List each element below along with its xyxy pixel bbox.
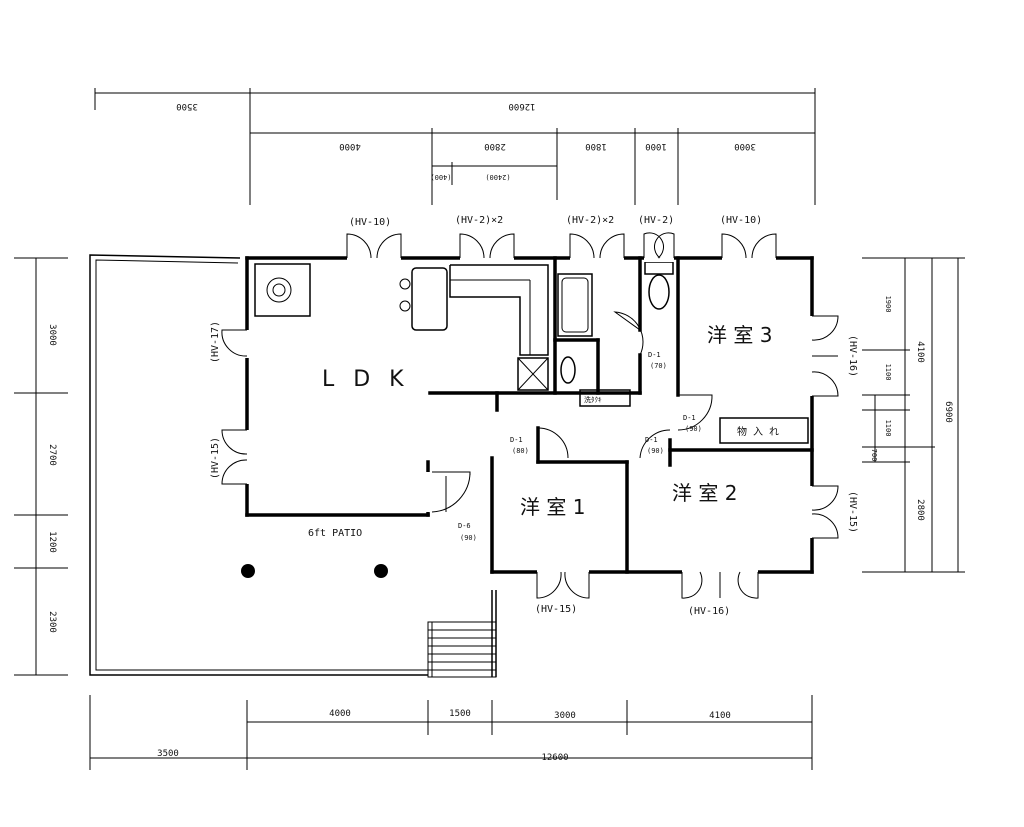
dim-right-1100a: 1100 [884,364,892,381]
laundry-label: 洗ﾀｸｷ [584,395,602,404]
deck-post [241,564,255,578]
bottom-windows: (HV-15) (HV-16) [535,568,759,617]
laundry [579,389,631,407]
dim-right-4100: 4100 [915,341,925,363]
toilet [648,274,670,310]
dim-bottom-3500: 3500 [157,749,179,759]
bottom-dimensions: 4000 1500 3000 4100 3500 12600 [89,695,813,770]
kitchen-fixtures [254,263,549,391]
dim-bottom-4000: 4000 [329,709,351,719]
toilet-tank [644,261,674,275]
door-d1-bed2: D-1 [645,436,658,444]
window-top-1 [346,233,402,262]
dim-top-4000: 4000 [339,141,361,151]
dim-top-3500: 3500 [176,101,198,111]
dim-left-3000: 3000 [47,324,57,346]
door-d1-bed2-size: (90) [647,447,664,455]
room-ldk: L D K [322,367,410,392]
door-d6: D-6 [458,522,471,530]
top-dimensions: 3500 12600 4000 2800 1800 1000 3000 (240… [94,88,816,205]
door-d6-size: (90) [460,534,477,542]
window-top-3 [569,233,625,262]
dim-bottom-12600: 12600 [541,753,568,763]
dim-left-2300: 2300 [47,611,57,633]
dim-right-700: 700 [870,449,878,462]
dim-top-3000: 3000 [734,141,756,151]
window-label-top-5: (HV-10) [720,215,762,226]
window-top-4 [643,232,675,262]
window-label-right-1: (HV-16) [847,335,858,377]
room-bed2: 洋 室 2 [672,481,737,505]
window-label-left-1: (HV-17) [210,321,221,363]
window-label-top-1: (HV-10) [349,217,391,228]
door-d1-bath-size: (70) [650,362,667,370]
left-dimensions: 3000 2700 1200 2300 [14,257,68,676]
window-label-top-4: (HV-2) [638,215,674,226]
dim-left-1200: 1200 [47,531,57,553]
top-windows: (HV-10) (HV-2)×2 (HV-2)×2 (HV-2) (HV-10) [346,215,777,262]
door-d1-bed3-size: (90) [685,425,702,433]
room-bed1: 洋 室 1 [520,495,585,519]
window-label-bottom-1: (HV-15) [535,604,577,615]
dim-top-12600: 12600 [508,101,535,111]
stove [254,263,311,317]
dim-right-6900: 6900 [943,401,953,423]
window-label-right-2: (HV-15) [847,491,858,533]
dim-left-2700: 2700 [47,444,57,466]
dim-top-2800: 2800 [484,141,506,151]
bathtub [557,273,593,337]
right-dimensions: 1900 1100 1100 700 4100 2800 6900 [862,257,965,573]
kitchen-island [411,267,448,331]
dim-bottom-4100: 4100 [709,711,731,721]
door-d1-bed1: D-1 [510,436,523,444]
dim-right-1900: 1900 [884,296,892,313]
dim-right-1100b: 1100 [884,420,892,437]
dim-right-2800: 2800 [915,499,925,521]
dim-top-2400: (2400) [485,173,510,181]
walls [245,256,814,574]
stairs [427,590,497,678]
window-top-5 [721,233,777,262]
fridge [517,357,549,391]
window-label-bottom-2: (HV-16) [688,606,730,617]
dim-bottom-1500: 1500 [449,709,471,719]
room-bed3: 洋 室 3 [707,323,772,347]
dim-top-400: (400) [430,173,451,181]
window-label-top-2: (HV-2)×2 [455,215,503,226]
door-d1-bath: D-1 [648,351,661,359]
dim-top-1000: 1000 [645,141,667,151]
bath-fixtures: 洗ﾀｸｷ [557,261,674,407]
dim-bottom-3000: 3000 [554,711,576,721]
doors: D-1 (70) D-1 (90) D-1 (80) D-1 (90) D-6 … [426,311,713,542]
deck [89,254,497,678]
deck-post [374,564,388,578]
window-label-top-3: (HV-2)×2 [566,215,614,226]
dim-top-1800: 1800 [585,141,607,151]
closet [719,417,809,444]
door-d1-bed1-size: (80) [512,447,529,455]
door-d1-bed3: D-1 [683,414,696,422]
patio-label: 6ft PATIO [308,528,362,539]
right-windows: (HV-16) (HV-15) [808,315,858,539]
closet-label: 物 入 れ [737,425,779,438]
left-windows: (HV-17) (HV-15) [210,321,251,485]
window-label-left-2: (HV-15) [210,437,221,479]
window-top-2 [459,233,515,262]
sink [560,356,576,384]
